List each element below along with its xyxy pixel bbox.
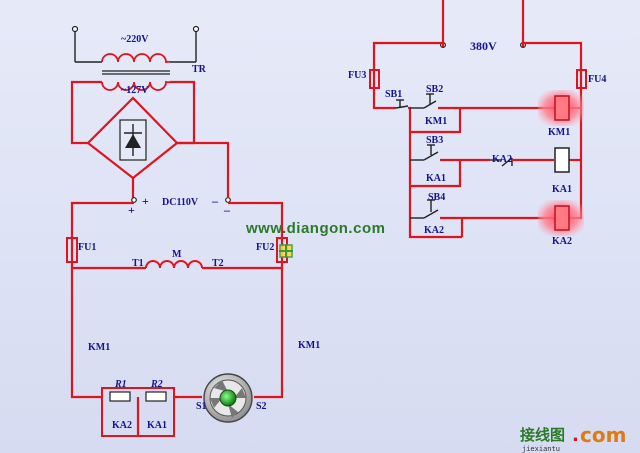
s2-label: S2 (256, 401, 267, 412)
minus-terminal: – (223, 203, 231, 217)
ka1-bottom-label: KA1 (147, 420, 167, 431)
logo-com: com (580, 423, 626, 447)
km1-left-label: KM1 (88, 342, 110, 353)
t1-label: T1 (132, 258, 144, 269)
s1-label: S1 (196, 401, 207, 412)
r2-label: R2 (150, 379, 163, 390)
dc-plus: + (142, 194, 149, 208)
sb3-label: SB3 (426, 135, 443, 146)
transformer (70, 25, 200, 145)
site-logo: 接线图 . com jiexiantu (520, 423, 626, 453)
ka2-contact-label: KA2 (492, 154, 512, 165)
watermark-url: www.diangon.com (245, 220, 385, 237)
r1-label: R1 (114, 379, 127, 390)
ka1-contact-label: KA1 (426, 173, 446, 184)
sb2-label: SB2 (426, 84, 443, 95)
control-circuit (369, 0, 587, 239)
km1-contact-label: KM1 (425, 116, 447, 127)
fu2-label: FU2 (256, 242, 274, 253)
dc-voltage: DC110V (162, 197, 199, 208)
dc-motor-circuit (66, 201, 288, 437)
supply-380v: 380V (470, 39, 497, 53)
km1-right-label: KM1 (298, 340, 320, 351)
dc-minus: – (211, 194, 219, 208)
ka2-bottom-label: KA2 (112, 420, 132, 431)
fu3-label: FU3 (348, 70, 366, 81)
motor-armature-icon (203, 373, 253, 423)
logo-cn: 接线图 (520, 426, 565, 444)
fu4-label: FU4 (588, 74, 606, 85)
ka1-coil-label: KA1 (552, 184, 572, 195)
sb1-label: SB1 (385, 89, 402, 100)
fu1-label: FU1 (78, 242, 96, 253)
ka2-contact-b-label: KA2 (424, 225, 444, 236)
ka2-coil-label: KA2 (552, 236, 572, 247)
km1-coil-label: KM1 (548, 127, 570, 138)
tr-secondary-voltage: ~127V (121, 85, 149, 96)
logo-dot: . (572, 425, 579, 446)
tr-primary-voltage: ~220V (121, 34, 149, 45)
logo-pinyin: jiexiantu (522, 445, 560, 453)
bridge-rectifier (86, 96, 179, 198)
fu2-marker (279, 244, 293, 258)
plus-terminal: + (128, 203, 135, 217)
tr-label: TR (192, 64, 207, 75)
m-label: M (172, 249, 182, 260)
t2-label: T2 (212, 258, 224, 269)
sb4-label: SB4 (428, 192, 445, 203)
